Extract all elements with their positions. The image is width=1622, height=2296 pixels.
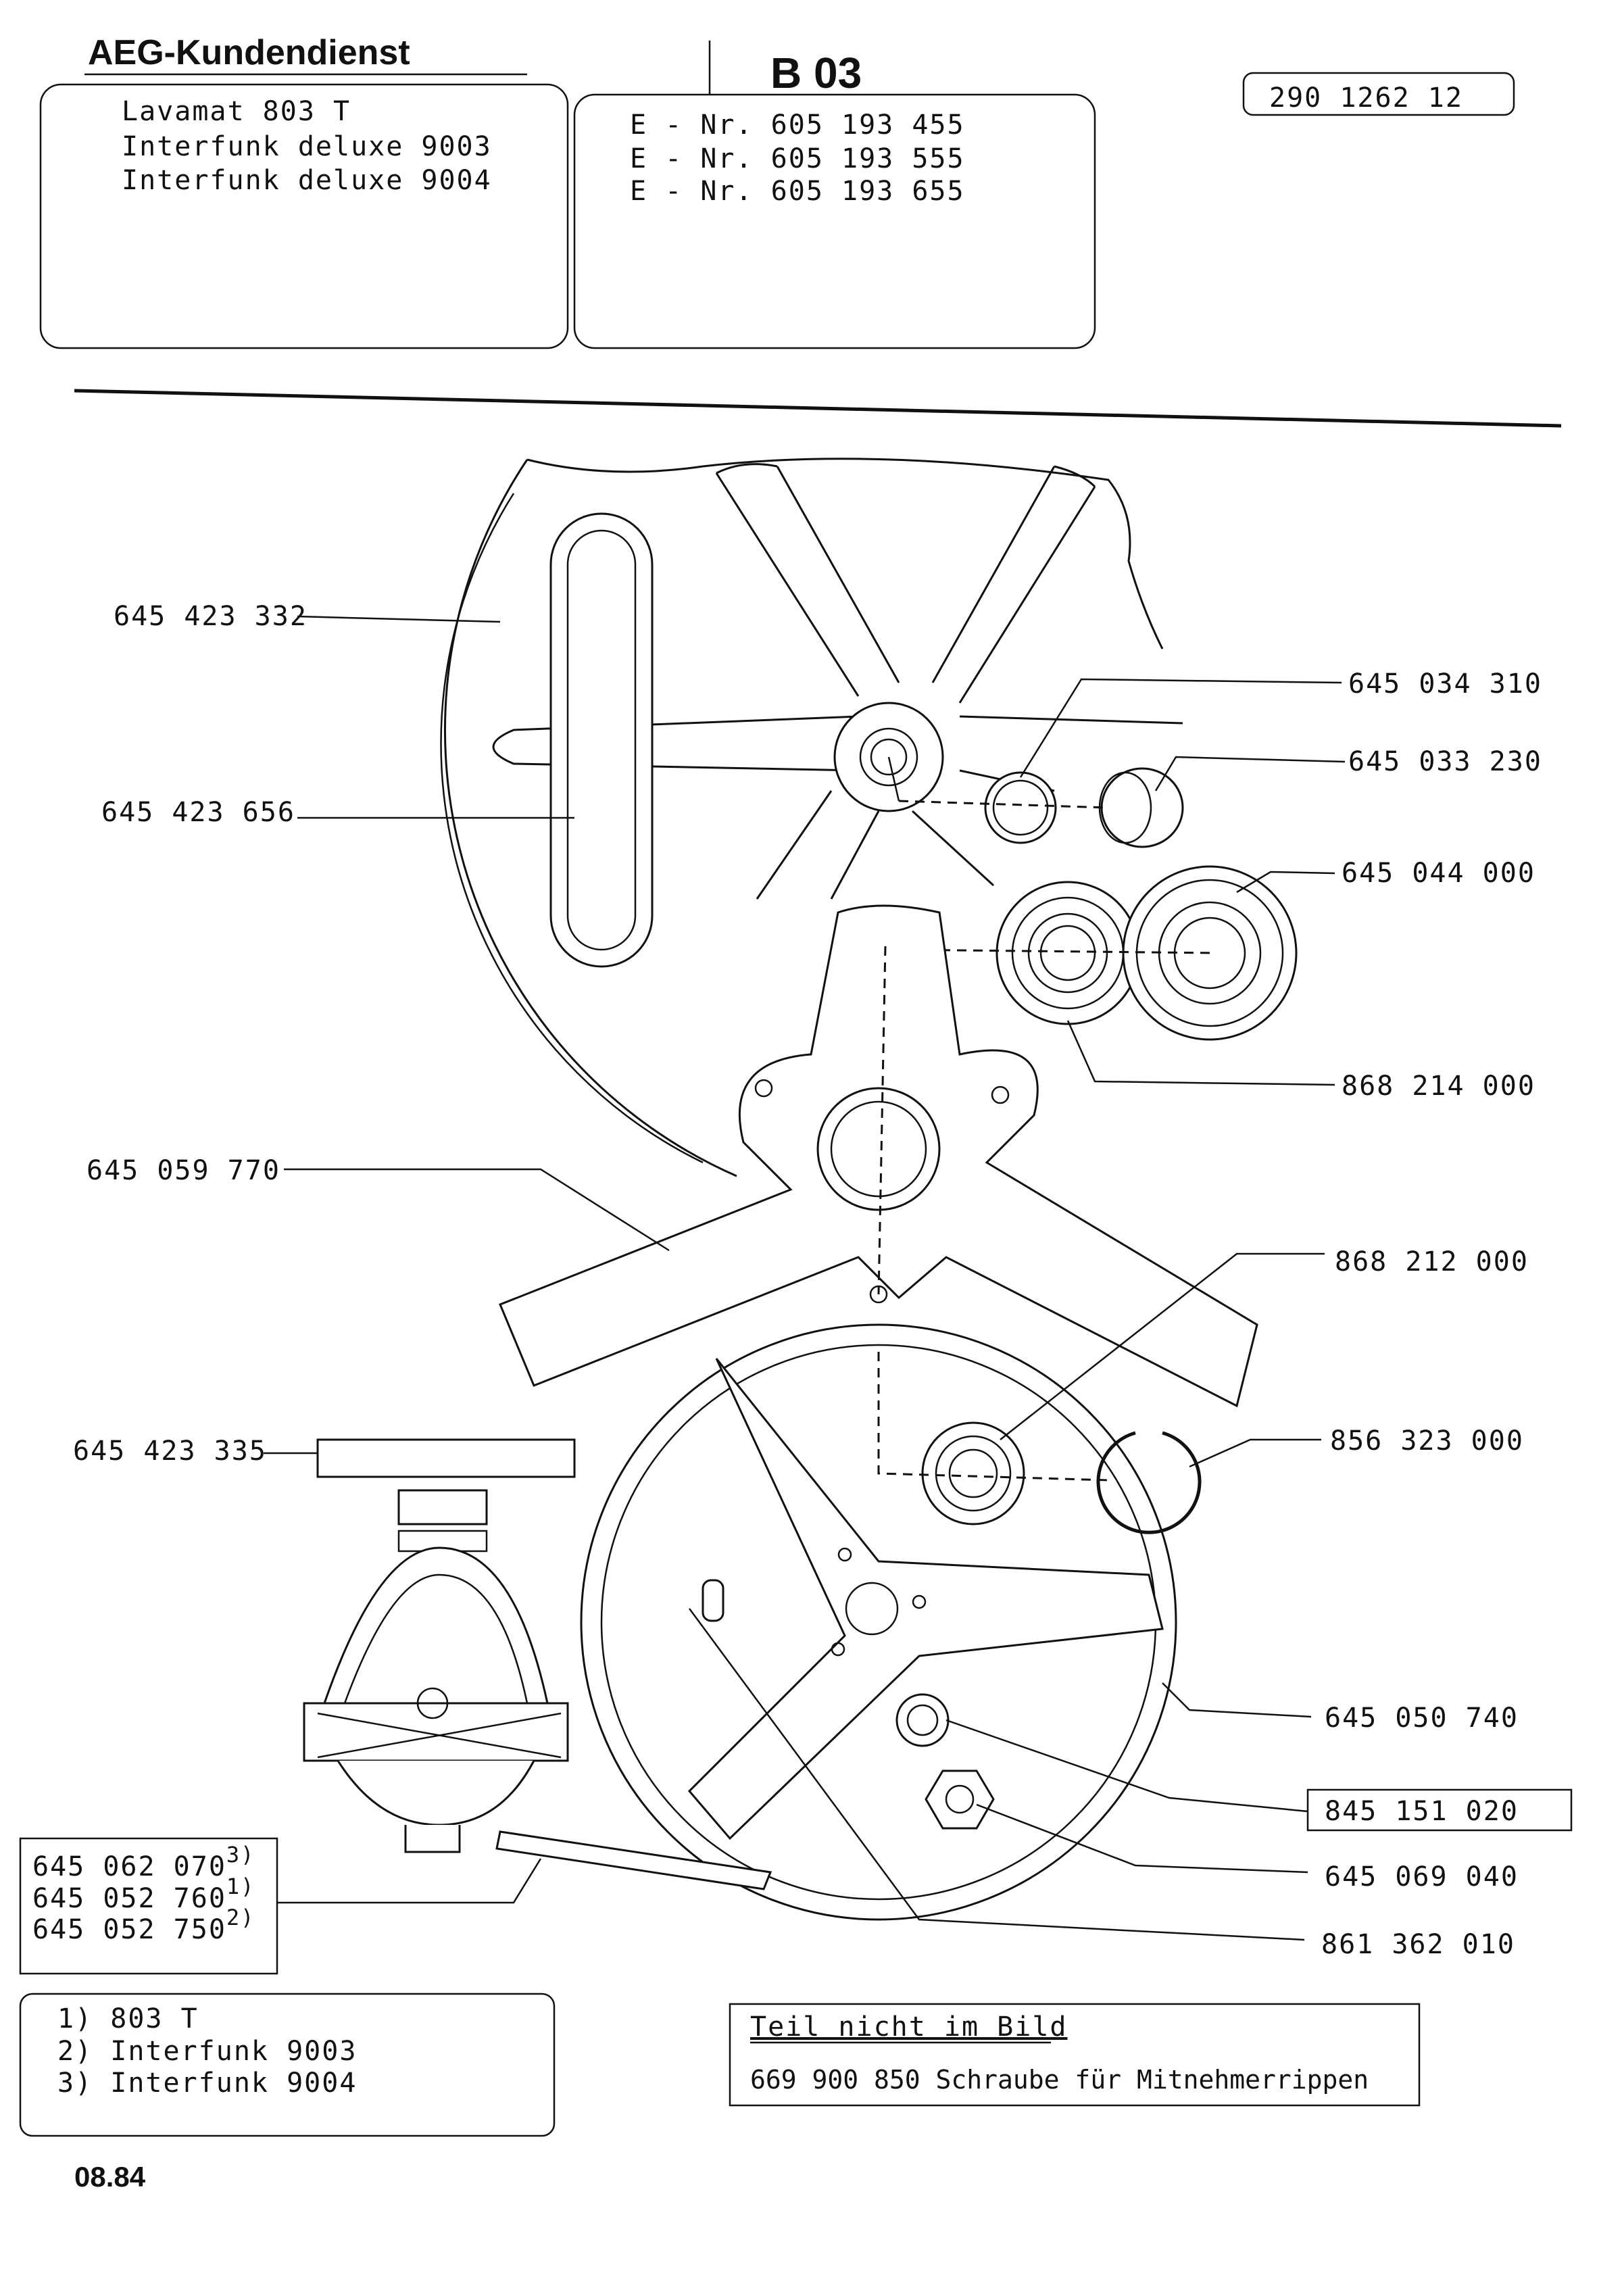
callout-645-050-740: 645 050 740 <box>1325 1703 1519 1734</box>
doc-number-box <box>1242 72 1515 116</box>
callout-868-214-000: 868 214 000 <box>1342 1071 1535 1102</box>
callout-645-044-000: 645 044 000 <box>1342 858 1535 889</box>
callout-868-212-000: 868 212 000 <box>1335 1246 1529 1277</box>
doc-number: 290 1262 12 <box>1269 82 1463 114</box>
enr-line-2: E - Nr. 605 193 555 <box>630 143 965 174</box>
callout-861-362-010: 861 362 010 <box>1321 1929 1515 1960</box>
shaft-sleeve <box>1098 767 1184 848</box>
bearing-housing-seal <box>1122 865 1298 1041</box>
callout-856-323-000: 856 323 000 <box>1330 1425 1524 1457</box>
drive-belt <box>495 1830 772 1890</box>
model-line-2: Interfunk deluxe 9003 <box>122 131 492 162</box>
leader-lines <box>264 615 1573 1941</box>
axis-line-4 <box>877 946 887 1295</box>
callout-645-033-230: 645 033 230 <box>1348 746 1542 777</box>
belt-part-a: 645 062 0703) <box>32 1842 255 1882</box>
belt-parts-box <box>19 1837 278 1975</box>
footnote-1: 1) 803 T <box>57 2003 199 2034</box>
header-rule <box>74 389 1562 428</box>
callout-645-423-656: 645 423 656 <box>101 797 295 828</box>
footnote-box <box>19 1993 556 2137</box>
enr-line-1: E - Nr. 605 193 455 <box>630 109 965 141</box>
footnote-3: 3) Interfunk 9004 <box>57 2068 357 2099</box>
callout-845-151-020: 845 151 020 <box>1325 1796 1519 1827</box>
enr-line-3: E - Nr. 605 193 655 <box>630 176 965 207</box>
drum-spider <box>499 904 1258 1408</box>
ball-bearing <box>996 881 1140 1025</box>
motor-assembly <box>303 1438 576 1853</box>
callout-645-059-770: 645 059 770 <box>87 1155 280 1186</box>
axis-line-1 <box>887 756 900 802</box>
footnote-2: 2) Interfunk 9003 <box>57 2036 357 2067</box>
drive-pulley <box>580 1323 1177 1921</box>
not-shown-item: 669 900 850 Schraube für Mitnehmerrippen <box>750 2065 1369 2095</box>
belt-part-c: 645 052 7502) <box>32 1905 255 1945</box>
not-shown-title: Teil nicht im Bild <box>750 2011 1067 2043</box>
axis-line-5 <box>877 1352 1109 1482</box>
enr-box <box>573 93 1096 349</box>
drum-rib-part <box>549 512 654 968</box>
callout-645-069-040: 645 069 040 <box>1325 1861 1519 1892</box>
callout-645-423-332: 645 423 332 <box>114 601 308 632</box>
circlip <box>1096 1431 1202 1534</box>
axis-line-3 <box>891 948 1217 954</box>
model-line-3: Interfunk deluxe 9004 <box>122 165 492 196</box>
not-shown-box <box>729 2003 1421 2107</box>
model-box <box>39 83 569 349</box>
callout-645-034-310: 645 034 310 <box>1348 668 1542 700</box>
seal-ring <box>984 771 1057 844</box>
company-name: AEG-Kundendienst <box>88 33 410 72</box>
axis-line-2 <box>898 800 1109 809</box>
model-line-1: Lavamat 803 T <box>122 96 351 127</box>
pulley-bearing <box>921 1421 1025 1525</box>
belt-part-b: 645 052 7601) <box>32 1874 255 1914</box>
sheet-code: B 03 <box>770 49 862 97</box>
revision-date: 08.84 <box>74 2161 146 2193</box>
callout-645-423-335: 645 423 335 <box>73 1436 267 1467</box>
